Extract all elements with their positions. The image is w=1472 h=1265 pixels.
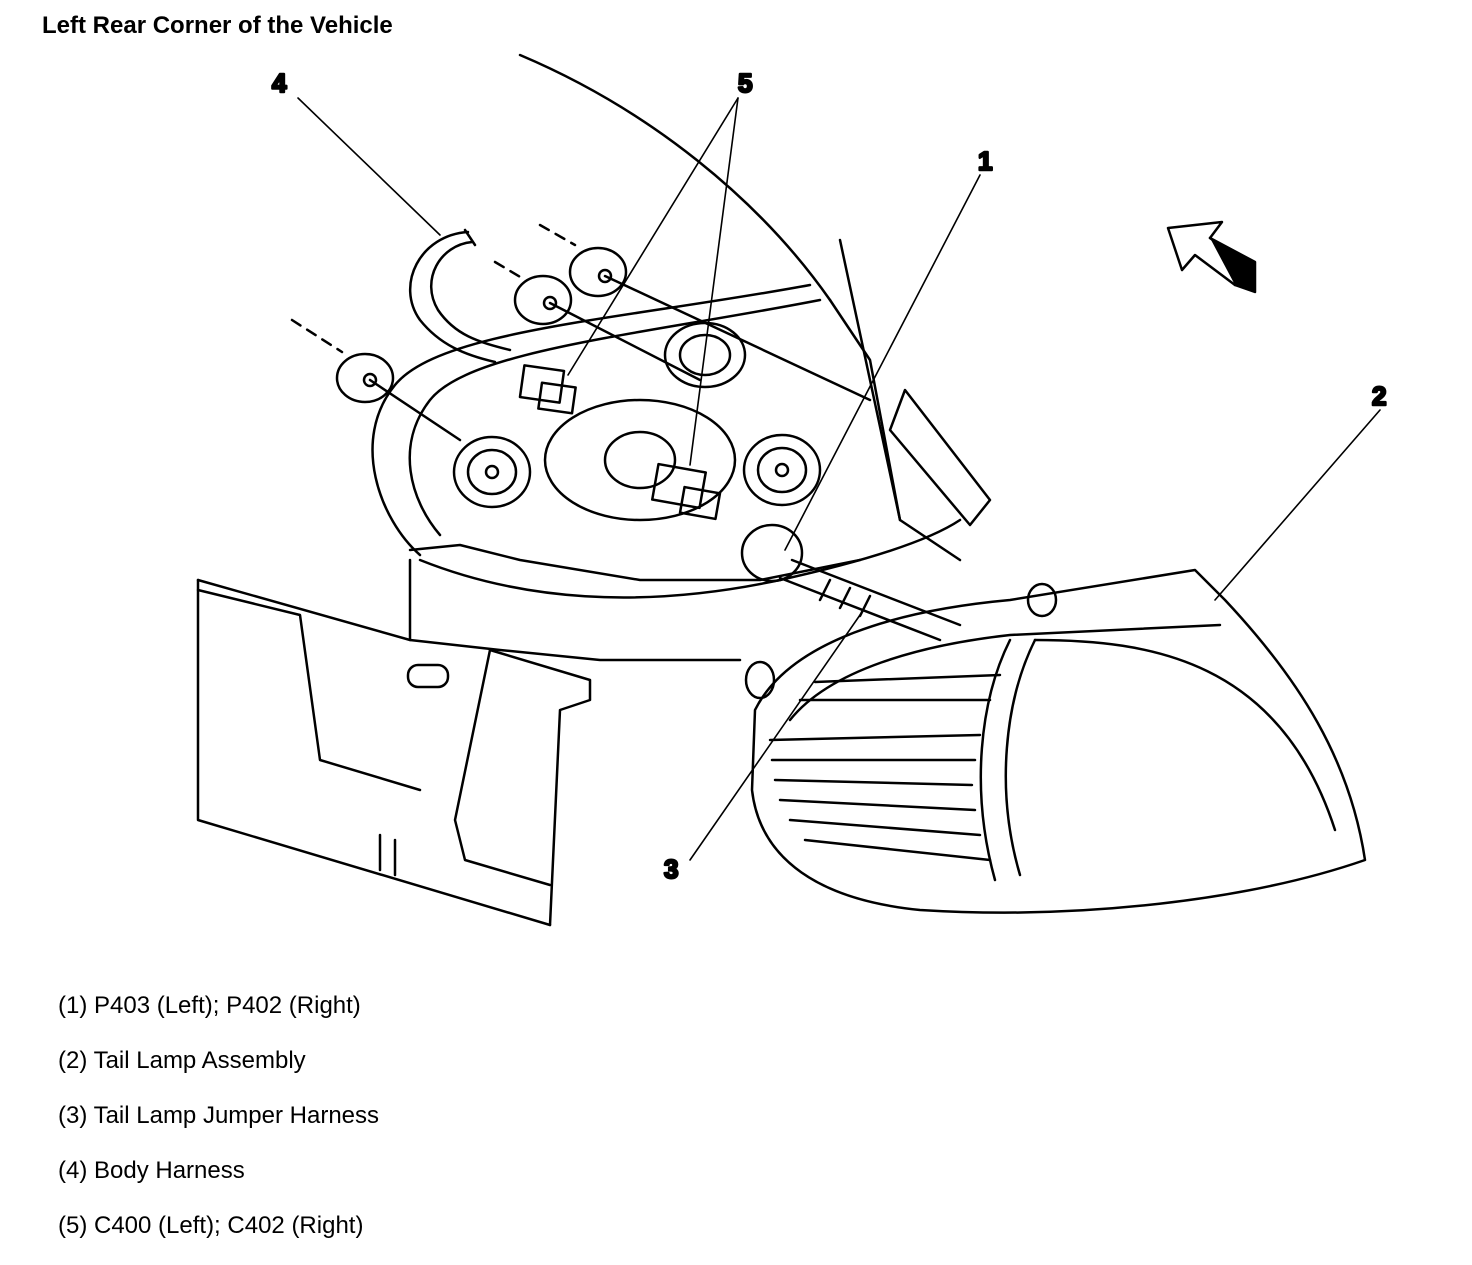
legend-item-1: (1) P403 (Left); P402 (Right) (58, 992, 361, 1019)
connector-c400 (518, 364, 722, 521)
tail-lamp-diagram: 4 5 1 2 3 (196, 53, 1388, 927)
tail-lamp-assembly (744, 568, 1367, 914)
callout-2: 2 (1372, 381, 1386, 411)
body-panel (371, 53, 962, 662)
mounting-nuts (290, 223, 872, 442)
jumper-harness (740, 523, 962, 642)
legend-item-2: (2) Tail Lamp Assembly (58, 1047, 306, 1074)
legend-item-4: (4) Body Harness (58, 1157, 245, 1184)
diagram-title: Left Rear Corner of the Vehicle (42, 12, 393, 39)
body-harness (409, 228, 512, 364)
callout-5: 5 (738, 68, 752, 98)
leader-lines (297, 97, 1381, 861)
legend-item-3: (3) Tail Lamp Jumper Harness (58, 1102, 380, 1129)
legend-item-5: (5) C400 (Left); C402 (Right) (58, 1212, 364, 1239)
forward-arrow-icon (1166, 220, 1257, 294)
parts-legend: (1) P403 (Left); P402 (Right) (2) Tail L… (58, 990, 379, 1265)
lamp-pocket (452, 321, 822, 522)
callout-4: 4 (272, 68, 287, 98)
callout-1: 1 (978, 146, 992, 176)
side-trim (888, 388, 992, 527)
callout-3: 3 (664, 854, 678, 884)
rear-fascia (196, 578, 592, 927)
